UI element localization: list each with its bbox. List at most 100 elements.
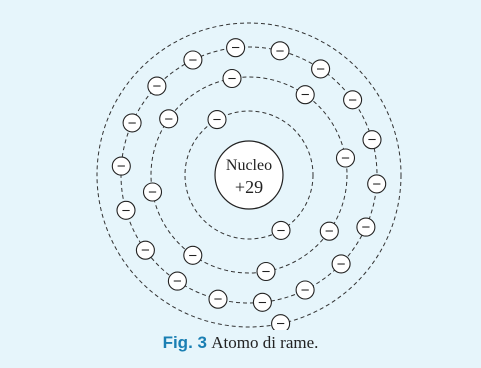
electron-circle [311, 59, 331, 79]
electron-circle [271, 314, 291, 330]
electron: − [167, 271, 187, 291]
nucleus-charge: +29 [235, 177, 263, 197]
electron-circle [319, 221, 339, 241]
electron: − [116, 200, 136, 220]
electron-circle [343, 90, 363, 110]
electron: − [159, 109, 179, 129]
electron: − [356, 217, 376, 237]
electron-sign: − [228, 71, 237, 88]
electron-circle [183, 245, 203, 265]
electron: − [183, 50, 203, 70]
electron: − [122, 113, 142, 133]
electron: − [271, 220, 291, 240]
electron: − [295, 280, 315, 300]
electron-circle [271, 220, 291, 240]
electron-sign: − [262, 264, 271, 281]
electron: − [256, 261, 276, 282]
electron-sign: − [128, 115, 137, 132]
electron: − [270, 41, 290, 61]
electron: − [335, 148, 356, 168]
electron-sign: − [231, 40, 240, 57]
electron-sign: − [348, 92, 357, 109]
nucleus: Nucleo +29 [214, 140, 284, 210]
electron: − [367, 174, 387, 194]
electron-sign: − [148, 184, 157, 201]
electron-circle [356, 217, 376, 237]
shell-orbit-1 [184, 110, 314, 240]
electron: − [222, 68, 242, 89]
electron-circle [183, 50, 203, 70]
electron-circle [167, 271, 187, 291]
electron-sign: − [164, 111, 173, 128]
electron-circle [159, 109, 179, 129]
electron-circle [252, 292, 272, 312]
nucleus-circle [214, 140, 284, 210]
electron-sign: − [362, 219, 371, 236]
electron-circle [256, 261, 276, 282]
electron: − [207, 110, 227, 130]
electron: − [252, 292, 272, 312]
electrons: −−−−−−−−−−−−−−−−−−−−−−−−−−−−− [111, 38, 387, 330]
electron-circle [135, 240, 155, 260]
electron: − [111, 156, 131, 176]
electron-sign: − [258, 294, 267, 311]
electron: − [311, 59, 331, 79]
electron-circle [335, 148, 356, 168]
electron-sign: − [117, 158, 126, 175]
electron-sign: − [214, 291, 223, 308]
electron-sign: − [301, 87, 310, 104]
nucleus-label: Nucleo [226, 157, 272, 174]
electron-sign: − [153, 78, 162, 95]
electron-circle [270, 41, 290, 61]
electron-circle [116, 200, 136, 220]
electron-sign: − [341, 150, 350, 167]
electron-circle [331, 254, 351, 274]
electron-sign: − [316, 61, 325, 78]
electron-circle [222, 68, 242, 89]
electron-circle [226, 38, 246, 58]
electron: − [362, 130, 382, 150]
electron-sign: − [372, 176, 381, 193]
electron-sign: − [189, 52, 198, 69]
electron-circle [362, 130, 382, 150]
electron-circle [111, 156, 131, 176]
electron-circle [207, 110, 227, 130]
caption-text: Atomo di rame. [211, 333, 319, 352]
electron: − [271, 314, 291, 330]
electron-circle [208, 289, 228, 309]
electron-circle [147, 76, 167, 96]
electron: − [295, 85, 315, 105]
electron-sign: − [122, 202, 131, 219]
electron-sign: − [277, 222, 286, 239]
electron: − [135, 240, 155, 260]
electron-sign: − [368, 132, 377, 149]
electron-sign: − [325, 223, 334, 240]
electron-sign: − [141, 242, 150, 259]
electron-sign: − [276, 43, 285, 60]
electron-circle [367, 174, 387, 194]
atom-diagram: −−−−−−−−−−−−−−−−−−−−−−−−−−−−− Nucleo +29 [96, 22, 402, 330]
electron-circle [295, 85, 315, 105]
electron-sign: − [173, 273, 182, 290]
electron-circle [142, 182, 163, 202]
electron-sign: − [276, 316, 285, 330]
electron: − [331, 254, 351, 274]
figure-caption: Fig. 3 Atomo di rame. [0, 333, 481, 353]
shell-orbit-2 [150, 76, 348, 274]
caption-label: Fig. 3 [162, 333, 207, 352]
electron-sign: − [188, 247, 197, 264]
electron: − [183, 245, 203, 265]
electron-sign: − [337, 256, 346, 273]
electron: − [142, 182, 163, 202]
shell-orbit-4 [96, 22, 402, 328]
electron: − [147, 76, 167, 96]
electron-circle [295, 280, 315, 300]
electron: − [226, 38, 246, 58]
electron-sign: − [213, 112, 222, 129]
electron: − [343, 90, 363, 110]
electron-sign: − [301, 282, 310, 299]
electron: − [208, 289, 228, 309]
electron: − [319, 221, 339, 241]
electron-circle [122, 113, 142, 133]
